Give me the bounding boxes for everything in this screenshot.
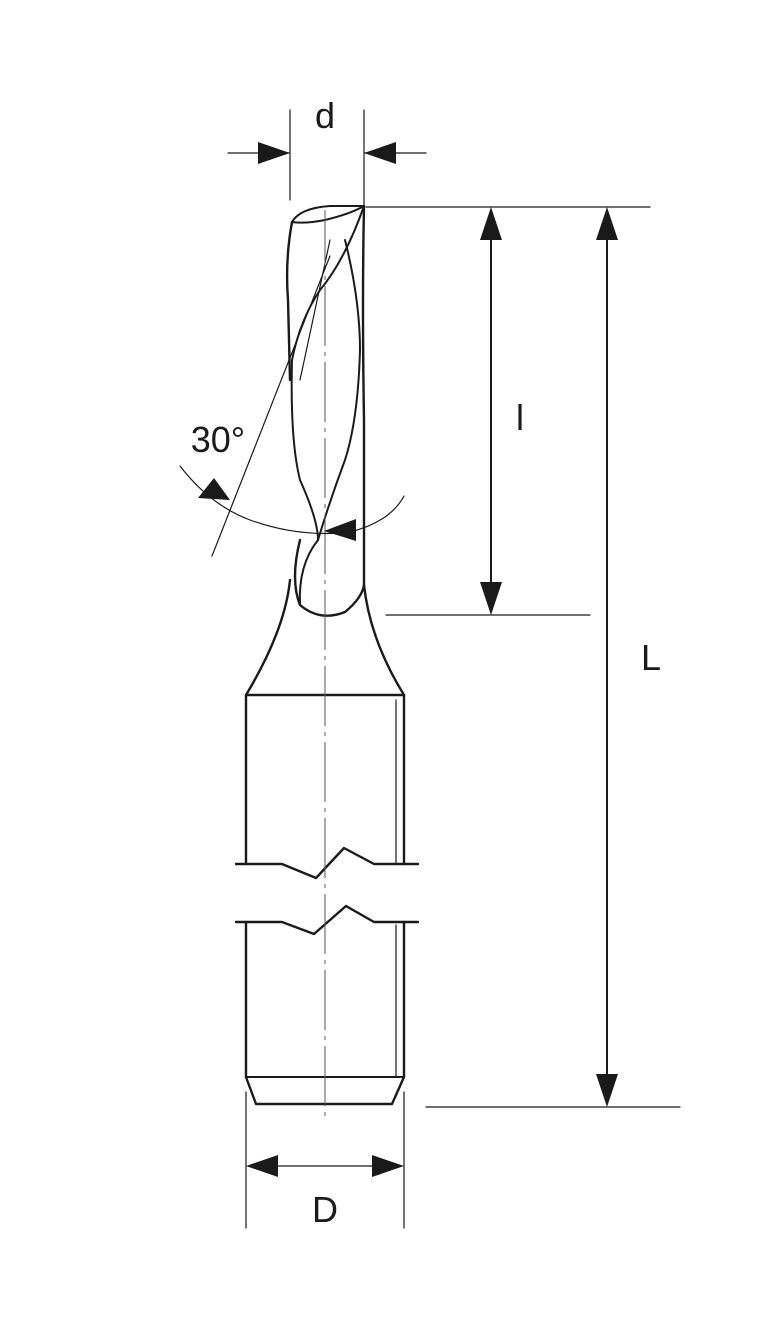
dimension-l: l xyxy=(365,206,651,616)
dimension-D: D xyxy=(245,1091,405,1230)
label-angle: 30° xyxy=(191,419,245,460)
label-l: l xyxy=(516,397,524,438)
label-L: L xyxy=(641,637,661,678)
shank-upper xyxy=(234,693,420,880)
helix-angle: 30° xyxy=(179,255,405,557)
shank-lower xyxy=(234,904,420,1106)
dimension-d: d xyxy=(227,95,427,207)
label-D: D xyxy=(312,1189,338,1230)
label-d: d xyxy=(315,95,335,136)
dimension-L: L xyxy=(425,207,681,1108)
